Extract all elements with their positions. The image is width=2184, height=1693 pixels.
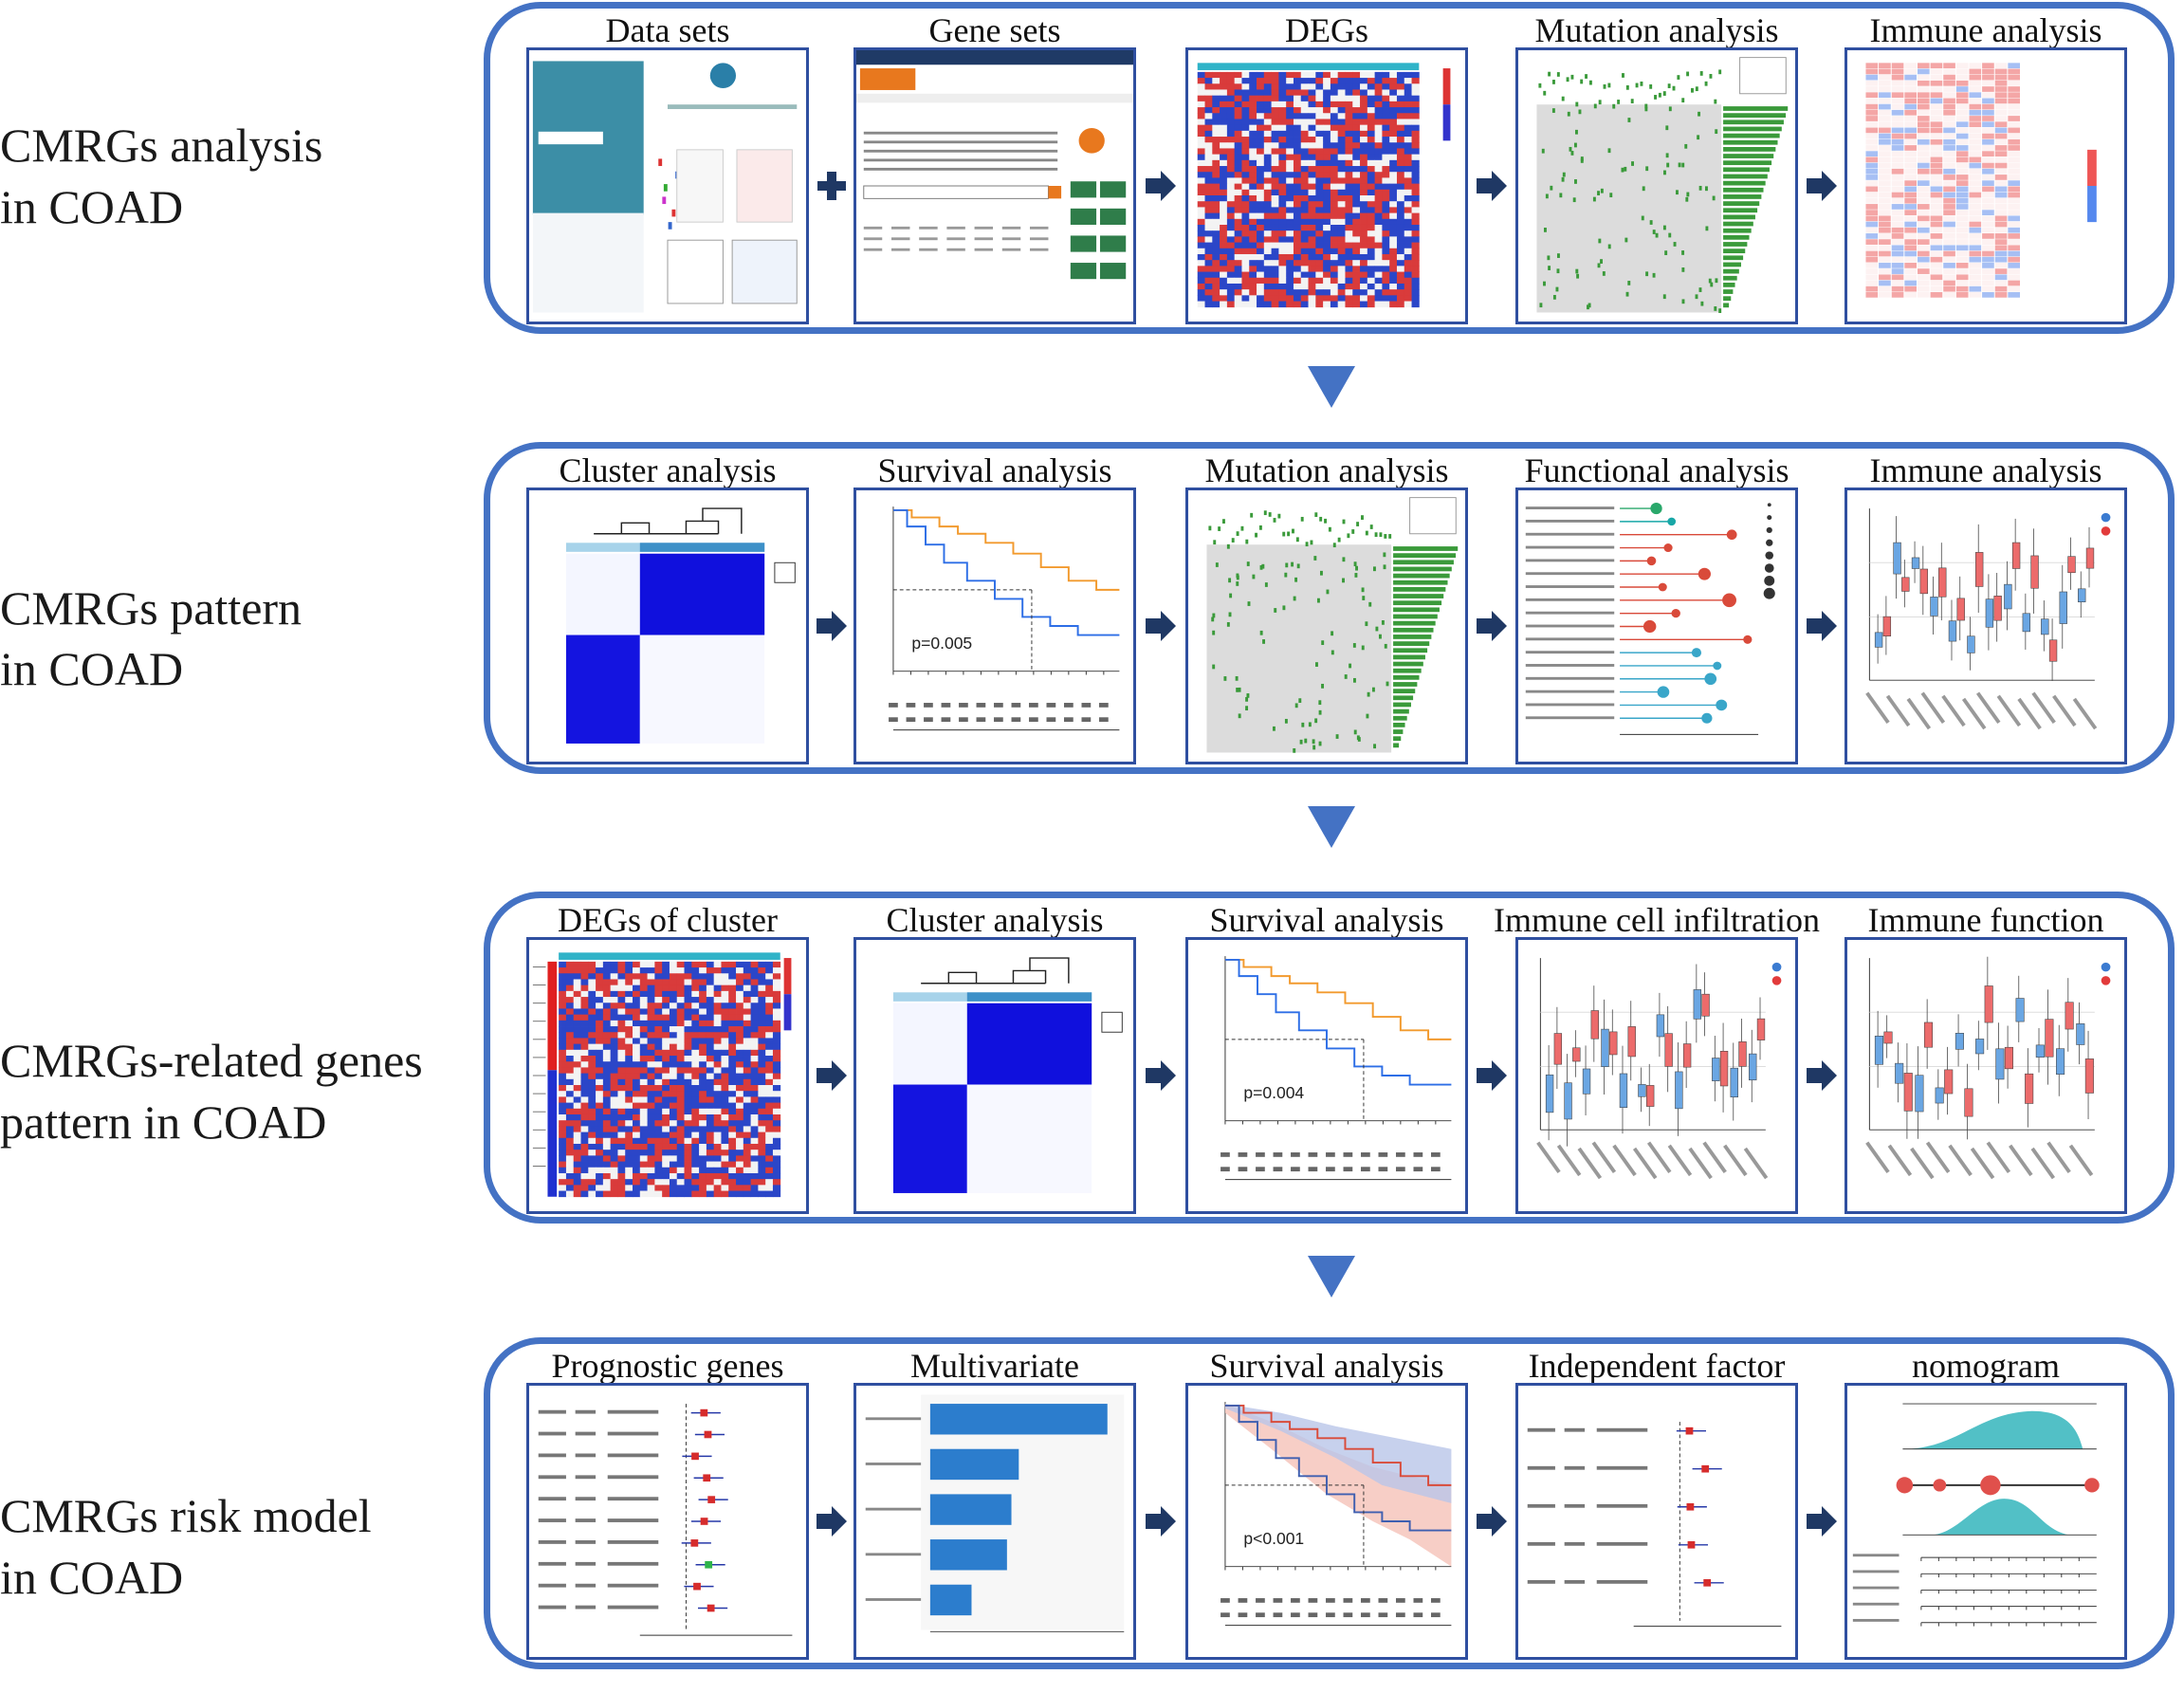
right-arrow-icon (1146, 611, 1176, 641)
panel-title: DEGs (1285, 11, 1368, 49)
panel-title: Survival analysis (877, 451, 1112, 489)
panel-title: Mutation analysis (1534, 11, 1779, 49)
panel-title: Survival analysis (1209, 901, 1444, 939)
panel-title: Functional analysis (1524, 451, 1789, 489)
panel-figure (1515, 488, 1798, 764)
right-arrow-icon (816, 1506, 847, 1537)
panel-title: Immune function (1867, 901, 2104, 939)
km-curve-icon: p<0.001 (1188, 1386, 1465, 1657)
pvalue-label: p<0.001 (1243, 1529, 1304, 1548)
panel-figure (1844, 937, 2127, 1214)
row-label: CMRGs-related genes (0, 1034, 423, 1087)
right-arrow-icon (816, 1060, 847, 1091)
panel-title: DEGs of cluster (558, 901, 778, 939)
right-arrow-icon (1806, 1506, 1837, 1537)
website-screenshot-icon (856, 50, 1133, 322)
row-label: CMRGs analysis (0, 119, 323, 172)
right-arrow-icon (1146, 1060, 1176, 1091)
panel-title: Immune analysis (1869, 451, 2102, 489)
bar-chart-icon (856, 1386, 1133, 1657)
panel-title: Data sets (605, 11, 730, 49)
panel-figure (1844, 488, 2127, 764)
panel-title: Immune analysis (1869, 11, 2102, 49)
down-arrow-icon (1308, 366, 1355, 408)
panel-title: Mutation analysis (1204, 451, 1449, 489)
row-label: CMRGs risk model (0, 1489, 372, 1542)
forest-plot-icon (529, 1386, 806, 1657)
right-arrow-icon (1806, 1060, 1837, 1091)
panel-figure (1515, 1383, 1798, 1660)
heatmap-icon (529, 940, 806, 1211)
panel-figure (526, 47, 809, 324)
row-label: in COAD (0, 1551, 184, 1604)
right-arrow-icon (1477, 611, 1507, 641)
panel-figure (1185, 47, 1468, 324)
panel-figure (853, 47, 1136, 324)
correlation-heatmap-icon (1847, 50, 2124, 322)
panel-title: Cluster analysis (559, 451, 777, 489)
panel-figure (1185, 488, 1468, 764)
lollipop-plot-icon (1518, 490, 1795, 762)
right-arrow-icon (1806, 171, 1837, 201)
row-label: in COAD (0, 180, 184, 233)
pvalue-label: p=0.004 (1243, 1083, 1304, 1102)
panel-figure (853, 937, 1136, 1214)
panel-figure (526, 1383, 809, 1660)
panel-title: nomogram (1912, 1347, 2060, 1385)
right-arrow-icon (1146, 1506, 1176, 1537)
down-arrow-icon (1308, 1256, 1355, 1297)
nomogram-icon (1847, 1386, 2124, 1657)
panel-title: Independent factor (1528, 1347, 1786, 1385)
pvalue-label: p=0.005 (911, 634, 972, 653)
panel-title: Prognostic genes (551, 1347, 784, 1385)
oncoplot-icon (1188, 490, 1465, 762)
heatmap-icon (1188, 50, 1465, 322)
forest-plot-icon (1518, 1386, 1795, 1657)
right-arrow-icon (1477, 1060, 1507, 1091)
panel-figure (526, 937, 809, 1214)
km-curve-icon: p=0.005 (856, 490, 1133, 762)
panel-figure: p=0.004 (1185, 937, 1468, 1214)
oncoplot-icon (1518, 50, 1795, 322)
panel-figure (1515, 47, 1798, 324)
boxplot-icon (1518, 940, 1795, 1211)
panel-title: Multivariate (910, 1347, 1079, 1385)
panel-figure: p=0.005 (853, 488, 1136, 764)
website-screenshot-icon (529, 50, 806, 322)
panel-title: Immune cell infiltration (1494, 901, 1820, 939)
row-label: CMRGs pattern (0, 581, 303, 635)
panel-figure (1515, 937, 1798, 1214)
km-curve-icon: p=0.004 (1188, 940, 1465, 1211)
panel-figure (1844, 1383, 2127, 1660)
row-label: in COAD (0, 642, 184, 695)
panel-figure (1844, 47, 2127, 324)
plus-icon (817, 172, 846, 200)
row-label: pattern in COAD (0, 1095, 327, 1149)
consensus-matrix-icon (856, 940, 1133, 1211)
panel-title: Survival analysis (1209, 1347, 1444, 1385)
right-arrow-icon (1806, 611, 1837, 641)
consensus-matrix-icon (529, 490, 806, 762)
right-arrow-icon (1146, 171, 1176, 201)
down-arrow-icon (1308, 806, 1355, 848)
panel-figure: p<0.001 (1185, 1383, 1468, 1660)
panel-figure (526, 488, 809, 764)
boxplot-icon (1847, 490, 2124, 762)
right-arrow-icon (816, 611, 847, 641)
panel-title: Gene sets (928, 11, 1061, 49)
right-arrow-icon (1477, 171, 1507, 201)
panel-title: Cluster analysis (886, 901, 1104, 939)
right-arrow-icon (1477, 1506, 1507, 1537)
boxplot-icon (1847, 940, 2124, 1211)
panel-figure (853, 1383, 1136, 1660)
